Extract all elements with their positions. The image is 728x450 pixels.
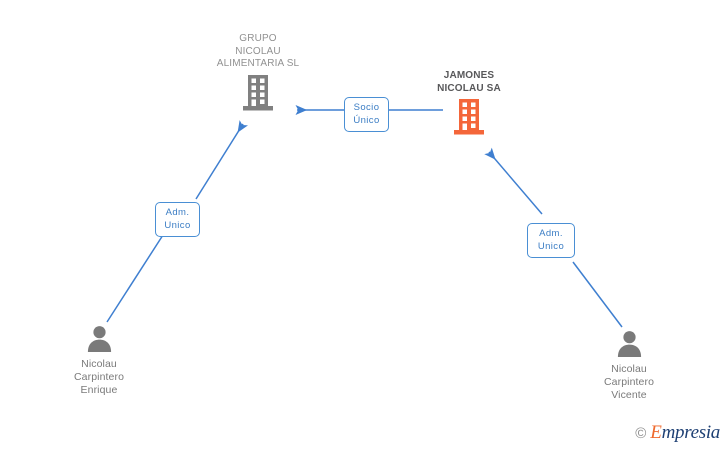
brand-wordmark: Empresia xyxy=(650,422,720,444)
relation-chip-socio-unico[interactable]: Socio Único xyxy=(344,97,389,132)
company-name-label: GRUPO NICOLAU ALIMENTARIA SL xyxy=(216,33,300,69)
brand-rest-letters: mpresia xyxy=(661,422,721,443)
person-node-nicolau-carpintero-vicente[interactable]: Nicolau Carpintero Vicente xyxy=(569,330,689,402)
empresia-watermark: © Empresia xyxy=(635,422,720,444)
copyright-symbol: © xyxy=(635,424,647,442)
brand-lead-letter: E xyxy=(650,422,662,443)
relation-chip-adm-unico-left[interactable]: Adm. Unico xyxy=(155,202,200,237)
person-icon xyxy=(87,326,111,352)
person-name-label: Nicolau Carpintero Vicente xyxy=(603,363,655,401)
company-node-jamones-nicolau[interactable]: JAMONES NICOLAU SA xyxy=(394,70,544,136)
person-name-label: Nicolau Carpintero Enrique xyxy=(73,358,125,396)
relation-chip-adm-unico-right[interactable]: Adm. Unico xyxy=(527,223,575,258)
building-icon xyxy=(454,99,484,135)
edge-adm-unico-left xyxy=(106,120,248,323)
company-name-label: JAMONES NICOLAU SA xyxy=(437,70,501,94)
company-node-grupo-nicolau-alimentaria[interactable]: GRUPO NICOLAU ALIMENTARIA SL xyxy=(183,33,333,112)
edge-adm-unico-right xyxy=(484,147,623,328)
person-node-nicolau-carpintero-enrique[interactable]: Nicolau Carpintero Enrique xyxy=(39,325,159,397)
building-icon xyxy=(243,74,273,110)
person-icon xyxy=(617,331,641,357)
